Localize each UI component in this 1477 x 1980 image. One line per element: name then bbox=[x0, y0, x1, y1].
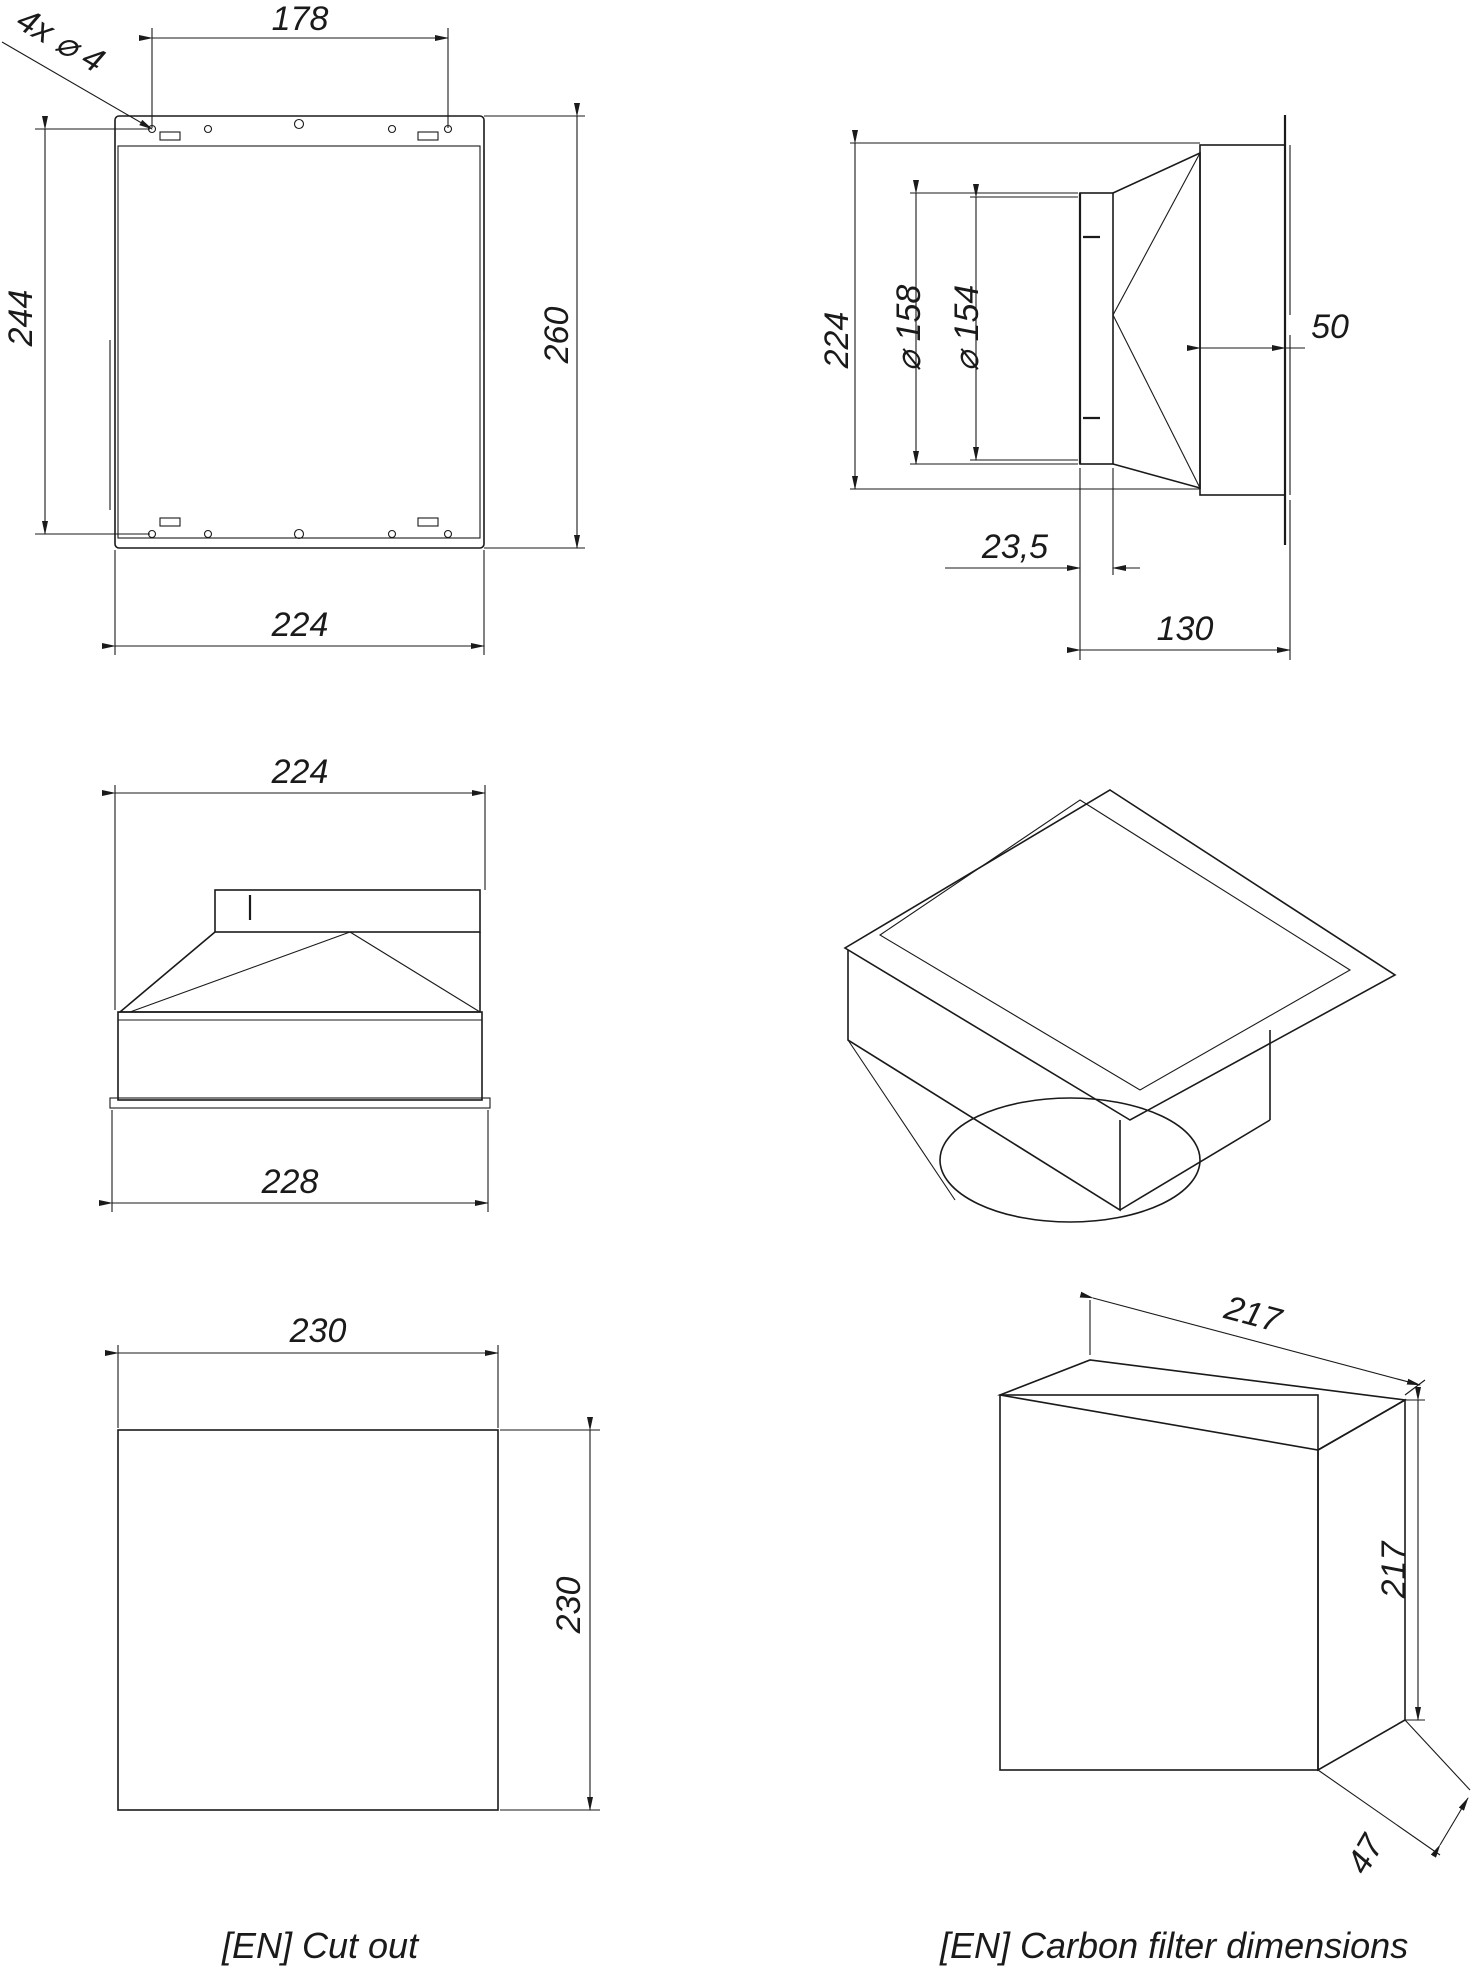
dim-dia-inner: ⌀ 154 bbox=[948, 285, 986, 372]
dim-height: 224 bbox=[818, 312, 856, 370]
dim-filter-depth: 47 bbox=[1340, 1828, 1392, 1881]
top-view: 178 4x ⌀ 4 244 260 224 bbox=[1, 0, 585, 655]
cutout-view: 230 230 bbox=[105, 1312, 600, 1811]
dim-bottom-width: 228 bbox=[261, 1163, 319, 1201]
dim-cutout-height: 230 bbox=[550, 1577, 588, 1635]
caption-cut-out: [EN] Cut out bbox=[222, 1925, 419, 1966]
front-view: 224 228 bbox=[99, 753, 491, 1212]
dim-outer-height: 260 bbox=[538, 307, 576, 365]
dim-filter-height: 217 bbox=[1375, 1541, 1413, 1600]
dim-holes: 4x ⌀ 4 bbox=[10, 0, 111, 80]
dim-inner-height: 244 bbox=[2, 290, 40, 348]
dim-filter-length: 217 bbox=[1220, 1288, 1287, 1340]
isometric-view bbox=[843, 789, 1397, 1223]
dim-collar: 23,5 bbox=[981, 528, 1048, 566]
dim-hole-spacing: 178 bbox=[272, 0, 329, 38]
dim-cutout-width: 230 bbox=[289, 1312, 347, 1350]
caption-carbon-filter: [EN] Carbon filter dimensions bbox=[940, 1925, 1409, 1966]
dim-width: 224 bbox=[271, 606, 329, 644]
dim-flange: 50 bbox=[1311, 308, 1349, 346]
side-view: 224 ⌀ 158 ⌀ 154 50 23,5 130 bbox=[818, 115, 1349, 660]
dim-depth: 130 bbox=[1157, 610, 1214, 648]
carbon-filter-view: 217 217 47 bbox=[997, 1288, 1471, 1881]
dim-dia-outer: ⌀ 158 bbox=[890, 285, 928, 372]
dim-top-width: 224 bbox=[271, 753, 329, 791]
